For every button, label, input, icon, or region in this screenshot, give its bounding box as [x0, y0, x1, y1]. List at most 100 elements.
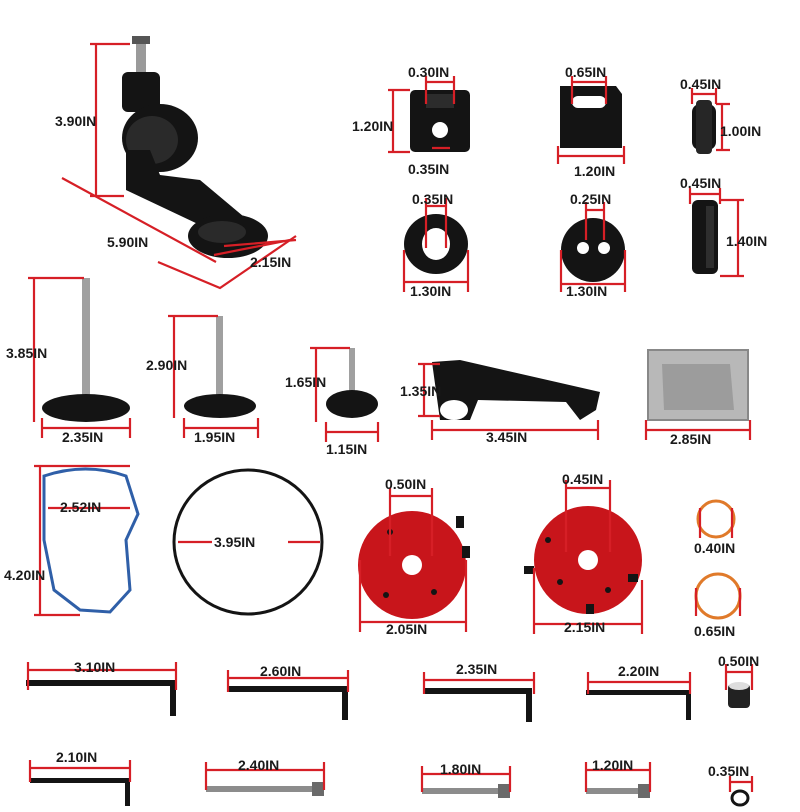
block-top-label: 0.30IN	[408, 64, 449, 80]
small-o-ring-1	[696, 499, 736, 539]
ring-width-line	[402, 250, 470, 292]
o-ring-small1-label: 0.40IN	[694, 540, 735, 556]
plate2-width-label: 2.15IN	[564, 619, 605, 635]
screw-medium-line	[420, 766, 512, 792]
red-plate-1	[358, 511, 470, 619]
medium-bolt	[184, 316, 256, 418]
bolt3-height-label: 1.65IN	[285, 374, 326, 390]
hex-key-2	[228, 686, 348, 720]
screw-short-label: 1.20IN	[592, 757, 633, 773]
screw-medium-label: 1.80IN	[440, 761, 481, 777]
clip-width-line	[556, 146, 626, 164]
block-height-label: 1.20IN	[352, 118, 393, 134]
hex3-line	[422, 672, 536, 694]
plate1-hole-label: 0.50IN	[385, 476, 426, 492]
clip-part	[560, 86, 622, 148]
screw-long-label: 2.40IN	[238, 757, 279, 773]
hex2-line	[226, 670, 350, 692]
blue-gasket	[42, 467, 140, 614]
wrench-height-label: 1.35IN	[400, 383, 441, 399]
knob-small-height-line	[716, 102, 730, 152]
knob-side-height-label: 1.40IN	[726, 233, 767, 249]
hex4-line	[586, 672, 692, 694]
large-o-ring	[172, 468, 324, 616]
spanner-wrench	[432, 360, 600, 420]
clip-width-label: 1.20IN	[574, 163, 615, 179]
bolt2-height-label: 2.90IN	[146, 357, 187, 373]
wrench-width-label: 3.45IN	[486, 429, 527, 445]
clip-top-line	[570, 76, 608, 104]
gasket-height-line	[34, 464, 130, 617]
hex1-label: 3.10IN	[74, 659, 115, 675]
nut-line	[728, 776, 754, 792]
mount-length-line	[61, 177, 297, 263]
wrench-height-line	[418, 362, 440, 418]
knob-side-width-label: 0.45IN	[680, 175, 721, 191]
gasket-height-label: 4.20IN	[4, 567, 45, 583]
small-nut	[730, 789, 750, 807]
grease-pouch	[647, 349, 749, 421]
block-top-line	[424, 76, 456, 104]
ring-hole-label: 0.35IN	[412, 191, 453, 207]
gasket-width-label: 2.52IN	[60, 499, 101, 515]
hex4-label: 2.20IN	[618, 663, 659, 679]
bolt1-width-label: 2.35IN	[62, 429, 103, 445]
screw-long-line	[204, 762, 326, 790]
spacer-bushing	[728, 682, 750, 708]
screw-medium	[422, 784, 510, 798]
disc-width-label: 1.30IN	[566, 283, 607, 299]
two-hole-disc	[561, 218, 625, 282]
threaded-ring	[404, 214, 468, 274]
block-hole-label: 0.35IN	[408, 161, 449, 177]
hex1-line	[26, 662, 178, 690]
long-bolt	[42, 278, 130, 422]
wrench-width-line	[430, 420, 600, 440]
hex-key-5	[30, 778, 130, 806]
ring-hole-line	[424, 198, 448, 248]
side-knob	[692, 200, 718, 274]
spacer-line	[724, 664, 754, 690]
bolt2-height-line	[168, 314, 218, 418]
spacer-label: 0.50IN	[718, 653, 759, 669]
pouch-width-label: 2.85IN	[670, 431, 711, 447]
hex-key-1	[26, 680, 176, 716]
plate2-width-line	[532, 568, 644, 634]
knob-small-width-line	[690, 88, 718, 104]
knob-small-height-label: 1.00IN	[720, 123, 761, 139]
screw-long	[206, 782, 324, 796]
small-knob	[692, 100, 716, 154]
bolt2-width-label: 1.95IN	[194, 429, 235, 445]
plate1-width-line	[358, 560, 468, 632]
block-height-line	[388, 88, 410, 154]
bolt1-height-label: 3.85IN	[6, 345, 47, 361]
mount-height-label: 3.90IN	[55, 113, 96, 129]
bolt3-width-label: 1.15IN	[326, 441, 367, 457]
knob-side-height-line	[720, 198, 744, 278]
clip-top-label: 0.65IN	[565, 64, 606, 80]
hex5-label: 2.10IN	[56, 749, 97, 765]
bolt1-height-line	[28, 276, 84, 422]
o-ring-small2-line	[694, 588, 742, 616]
square-block	[410, 90, 470, 152]
mount-width-label: 2.15IN	[250, 254, 291, 270]
ring-width-label: 1.30IN	[410, 283, 451, 299]
pouch-width-line	[644, 420, 752, 440]
disc-hole-label: 0.25IN	[570, 191, 611, 207]
bolt2-width-line	[182, 418, 260, 438]
mount-width-line	[157, 235, 297, 290]
o-ring-width-label: 3.95IN	[214, 534, 255, 550]
bolt1-width-line	[40, 418, 132, 438]
short-bolt	[326, 348, 378, 418]
nut-label: 0.35IN	[708, 763, 749, 779]
small-o-ring-2	[694, 572, 742, 620]
bolt3-height-line	[310, 346, 350, 422]
plate2-hole-line	[564, 480, 612, 552]
plate1-width-label: 2.05IN	[386, 621, 427, 637]
screw-short	[586, 784, 650, 798]
bolt3-width-line	[324, 422, 380, 442]
hex-key-3	[424, 688, 532, 722]
disc-hole-line	[584, 202, 606, 240]
hex-key-4	[586, 690, 691, 720]
